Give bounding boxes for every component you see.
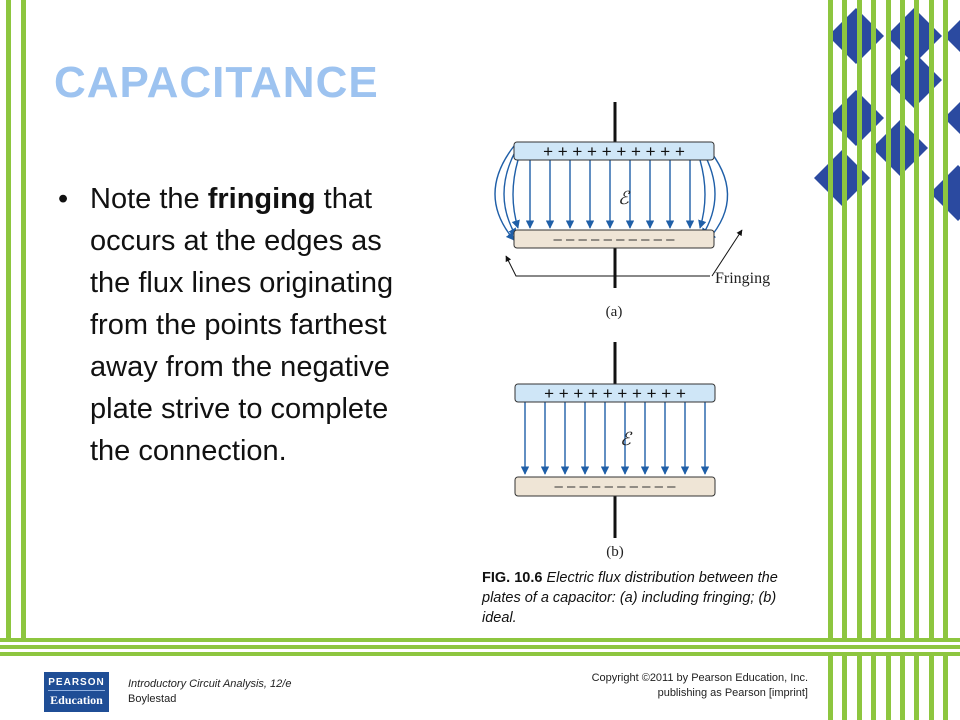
book-title: Introductory Circuit Analysis, 12/e bbox=[128, 678, 292, 690]
negative-charges-a: – – – – – – – – – – bbox=[554, 231, 676, 248]
figure-number: FIG. 10.6 bbox=[482, 570, 543, 586]
book-author: Boylestad bbox=[128, 693, 177, 705]
copyright-line-2: publishing as Pearson [imprint] bbox=[657, 687, 808, 699]
positive-charges-a: + + + + + + + + + + bbox=[543, 142, 685, 161]
book-reference: Introductory Circuit Analysis, 12/e Boyl… bbox=[128, 677, 291, 707]
figure-description: Electric flux distribution between the p… bbox=[482, 570, 778, 626]
bottom-stripe-band bbox=[0, 638, 960, 656]
positive-charges-b: + + + + + + + + + + bbox=[544, 384, 686, 403]
slide-title: CAPACITANCE bbox=[54, 58, 379, 107]
fringing-label: Fringing bbox=[715, 270, 770, 287]
bullet-emphasis: fringing bbox=[207, 183, 316, 215]
positive-plate-a bbox=[513, 141, 715, 161]
capacitor-a: + + + + + + + + + + – – – – – – – – – – … bbox=[494, 102, 770, 320]
right-decoration-pattern bbox=[814, 0, 960, 720]
figure-label-b: (b) bbox=[606, 544, 624, 560]
bullet-item: • Note the fringing that occurs at the e… bbox=[58, 178, 408, 472]
copyright-line-1: Copyright ©2011 by Pearson Education, In… bbox=[591, 672, 808, 684]
logo-bottom-text: Education bbox=[50, 693, 103, 707]
negative-charges-b: – – – – – – – – – – bbox=[555, 478, 677, 495]
logo-top-text: PEARSON bbox=[48, 672, 105, 691]
flux-lines-a bbox=[494, 145, 729, 241]
field-symbol-a: ℰ bbox=[618, 188, 631, 208]
flux-lines-b bbox=[520, 402, 710, 475]
pearson-logo: PEARSON Education bbox=[44, 672, 109, 712]
bullet-text: Note the fringing that occurs at the edg… bbox=[90, 178, 408, 472]
negative-plate-b bbox=[514, 476, 716, 497]
capacitor-flux-figure: + + + + + + + + + + – – – – – – – – – – … bbox=[494, 102, 770, 560]
fringing-pointer bbox=[505, 229, 743, 277]
negative-plate-a bbox=[513, 229, 715, 249]
copyright-notice: Copyright ©2011 by Pearson Education, In… bbox=[592, 671, 808, 701]
figure-label-a: (a) bbox=[606, 304, 623, 320]
bullet-text-start: Note the bbox=[90, 183, 208, 215]
left-stripe-decoration bbox=[21, 0, 26, 655]
positive-plate-b bbox=[514, 383, 716, 403]
bullet-symbol: • bbox=[58, 183, 69, 215]
bullet-text-end: that occurs at the edges as the flux lin… bbox=[90, 183, 394, 467]
figure-caption: FIG. 10.6 Electric flux distribution bet… bbox=[482, 568, 802, 628]
field-symbol-b: ℰ bbox=[620, 429, 633, 449]
left-stripe-decoration bbox=[6, 0, 11, 655]
capacitor-b: + + + + + + + + + + – – – – – – – – – – … bbox=[514, 342, 716, 560]
